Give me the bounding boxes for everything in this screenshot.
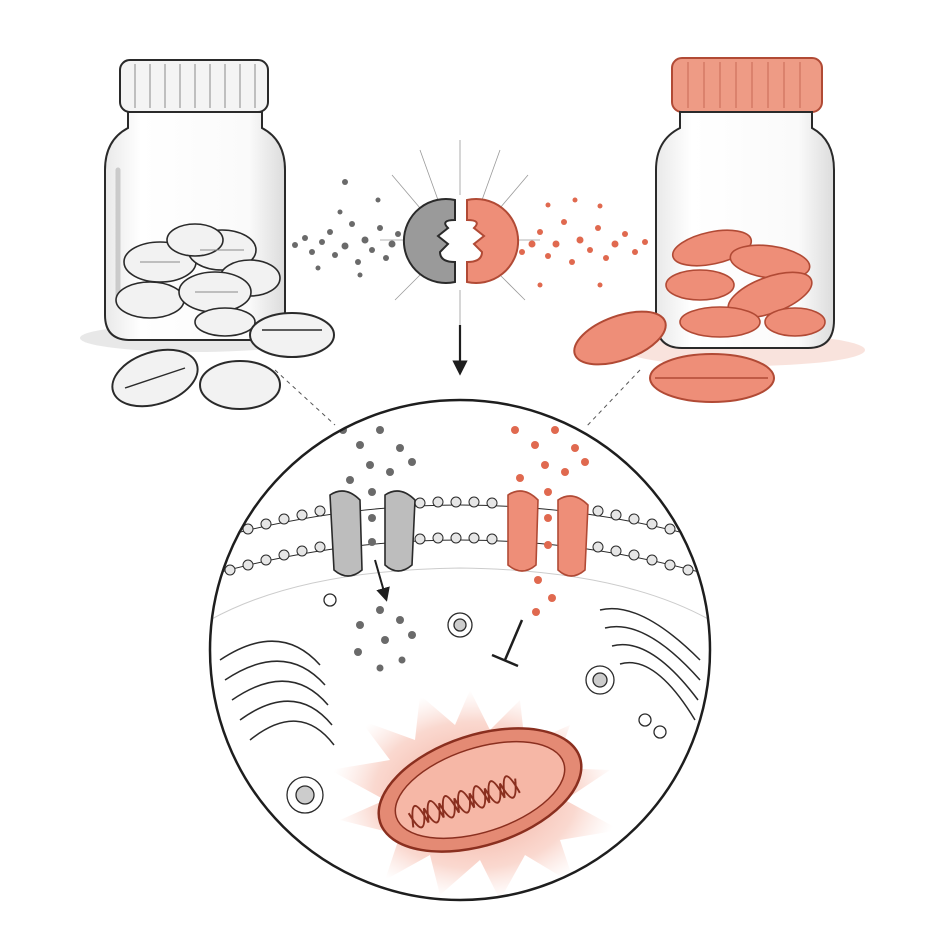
vesicle-icons — [286, 593, 667, 814]
competing-receptor-pair-icon — [380, 140, 540, 325]
gray-molecule-stream — [292, 179, 401, 278]
magnified-cell-view — [208, 398, 712, 902]
inhibition-arrow-icon — [491, 619, 524, 668]
cell-membrane-icon — [210, 496, 710, 576]
mitochondrion-icon — [330, 690, 620, 900]
coral-molecule-stream — [501, 197, 648, 288]
coral-channel-protein — [507, 490, 589, 577]
gray-channel-protein — [329, 490, 416, 577]
endoplasmic-reticulum-icon — [599, 607, 701, 721]
golgi-apparatus-icon — [219, 640, 335, 746]
gray-flow-arrow-icon — [374, 559, 390, 602]
zoom-guide-lines — [274, 369, 641, 429]
coral-pill-jar-icon — [573, 57, 865, 403]
gray-pill-jar-icon — [80, 59, 335, 410]
